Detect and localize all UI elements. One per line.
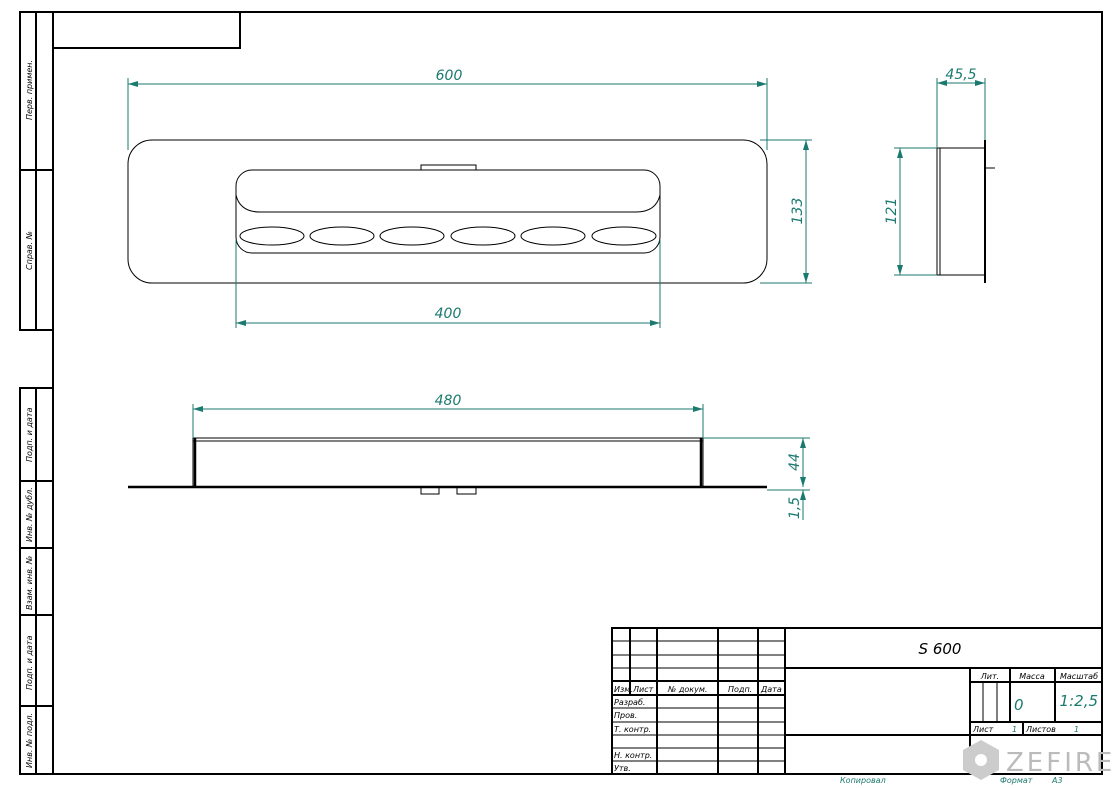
strip-label: Инв. № дубл. bbox=[25, 487, 34, 542]
svg-text:Изм.: Изм. bbox=[614, 685, 633, 694]
front-view bbox=[127, 139, 768, 284]
svg-text:Формат: Формат bbox=[1000, 776, 1033, 785]
svg-text:Масса: Масса bbox=[1019, 672, 1045, 681]
svg-text:Т. контр.: Т. контр. bbox=[614, 725, 651, 734]
side-view bbox=[936, 140, 995, 283]
dimension-133: 133 bbox=[760, 139, 812, 284]
svg-text:№ докум.: № докум. bbox=[667, 685, 707, 694]
svg-text:Лист: Лист bbox=[632, 685, 654, 694]
svg-text:Пров.: Пров. bbox=[614, 711, 637, 720]
svg-text:Утв.: Утв. bbox=[614, 764, 631, 773]
sheet-frame bbox=[19, 11, 1103, 775]
svg-text:400: 400 bbox=[435, 306, 462, 322]
strip-label: Инв. № подл. bbox=[25, 713, 34, 768]
svg-text:Масштаб: Масштаб bbox=[1060, 672, 1098, 681]
svg-text:Разраб.: Разраб. bbox=[614, 698, 645, 707]
svg-text:121: 121 bbox=[884, 198, 900, 225]
svg-text:45,5: 45,5 bbox=[945, 67, 976, 83]
svg-text:133: 133 bbox=[790, 198, 806, 225]
dimension-400: 400 bbox=[235, 240, 661, 328]
svg-text:1,5: 1,5 bbox=[787, 497, 803, 519]
svg-text:44: 44 bbox=[787, 453, 803, 471]
dimension-600: 600 bbox=[127, 68, 768, 150]
drawing-title: S 600 bbox=[919, 640, 962, 658]
svg-text:1: 1 bbox=[1012, 725, 1017, 734]
zefire-logo: ZEFIRE bbox=[963, 740, 1115, 780]
svg-text:A3: A3 bbox=[1051, 776, 1063, 785]
svg-text:ZEFIRE: ZEFIRE bbox=[1006, 748, 1115, 778]
strip-label: Подп. и дата bbox=[25, 407, 34, 462]
dimension-480: 480 bbox=[192, 393, 704, 438]
mass-value: 0 bbox=[1014, 696, 1024, 714]
bottom-view bbox=[128, 437, 767, 495]
dimension-1-5: 1,5 bbox=[787, 490, 806, 520]
svg-text:Н. контр.: Н. контр. bbox=[614, 751, 652, 760]
strip-label: Справ. № bbox=[25, 231, 34, 270]
svg-text:1: 1 bbox=[1074, 725, 1079, 734]
dimension-44: 44 bbox=[703, 437, 810, 491]
svg-text:Копировал: Копировал bbox=[840, 776, 886, 785]
strip-label: Взам. инв. № bbox=[25, 556, 34, 610]
side-strip-labels: Перв. примен. Справ. № Подп. и дата Инв.… bbox=[25, 60, 34, 768]
title-block-text: Изм. Лист № докум. Подп. Дата Разраб. Пр… bbox=[614, 640, 1098, 785]
scale-value: 1:2,5 bbox=[1060, 692, 1098, 710]
svg-text:Лит.: Лит. bbox=[980, 672, 999, 681]
strip-label: Перв. примен. bbox=[25, 60, 34, 120]
dimension-45-5: 45,5 bbox=[936, 67, 986, 148]
title-block bbox=[611, 627, 1103, 775]
svg-text:Дата: Дата bbox=[760, 685, 782, 694]
svg-text:600: 600 bbox=[436, 68, 463, 84]
strip-label: Подп. и дата bbox=[25, 635, 34, 690]
svg-text:Подп.: Подп. bbox=[728, 685, 752, 694]
dimension-121: 121 bbox=[884, 147, 937, 276]
svg-text:Листов: Листов bbox=[1025, 725, 1056, 734]
svg-text:Лист: Лист bbox=[972, 725, 994, 734]
svg-text:480: 480 bbox=[435, 393, 462, 409]
